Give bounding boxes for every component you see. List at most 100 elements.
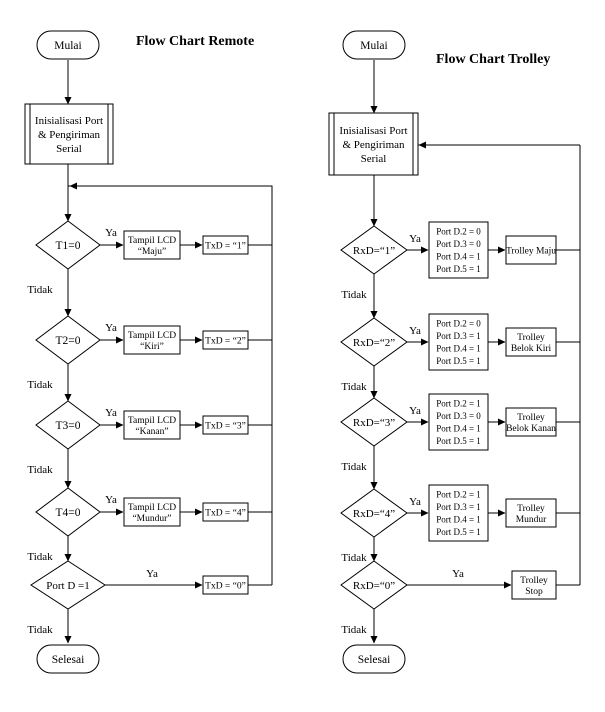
remote-txd-box-3-label: TxD = “3” [205, 421, 246, 431]
trolley-port-box-1 [428, 221, 489, 279]
remote-decision-3 [35, 400, 101, 450]
remote-no-label-5: Tidak [27, 624, 53, 636]
remote-decision-4-label: T4=0 [55, 507, 80, 519]
trolley-action-box-3 [505, 407, 557, 437]
remote-init-box-label: & Pengiriman [38, 129, 101, 141]
trolley-port-box-4-label: Port D.2 = 1 [436, 489, 481, 499]
trolley-port-box-1-label: Port D.5 = 1 [436, 264, 481, 274]
trolley-port-box-1-label: Port D.2 = 0 [436, 226, 481, 236]
trolley-no-label-5: Tidak [341, 624, 367, 636]
trolley-action-box-3-label: Belok Kanan [506, 424, 556, 434]
remote-decision-4 [35, 487, 101, 537]
trolley-no-label-1: Tidak [341, 289, 367, 301]
trolley-action-box-1 [505, 235, 557, 265]
trolley-start-terminal [342, 30, 406, 60]
trolley-port-box-3-label: Port D.3 = 0 [436, 411, 481, 421]
trolley-init-box [328, 112, 419, 176]
remote-lcd-box-3-label: “Kanan” [135, 427, 168, 437]
trolley-port-box-3-label: Port D.4 = 1 [436, 423, 481, 433]
remote-init-box-label: Serial [56, 143, 82, 155]
remote-txd-box-1-label: TxD = “1” [205, 241, 246, 251]
remote-end-terminal-label: Selesai [52, 654, 85, 666]
remote-txd-box-4 [202, 502, 249, 522]
trolley-action-box-5 [511, 570, 557, 600]
remote-no-label-2: Tidak [27, 379, 53, 391]
remote-txd-box-5-label: TxD = “0” [205, 581, 246, 591]
remote-start-terminal-label: Mulai [54, 40, 81, 52]
remote-lcd-box-2-label: Tampil LCD [128, 331, 176, 341]
remote-lcd-box-4 [123, 497, 181, 527]
trolley-decision-2 [340, 317, 408, 367]
remote-decision-5 [30, 560, 106, 610]
remote-no-label-4: Tidak [27, 551, 53, 563]
remote-decision-1-label: T1=0 [55, 240, 80, 252]
trolley-end-terminal-label: Selesai [358, 654, 391, 666]
trolley-yes-label-4: Ya [409, 496, 421, 508]
remote-txd-box-4-label: TxD = “4” [205, 508, 246, 518]
trolley-port-box-4-label: Port D.4 = 1 [436, 514, 481, 524]
trolley-action-box-2-label: Belok Kiri [511, 344, 552, 354]
trolley-port-box-3 [428, 393, 489, 451]
trolley-port-box-2-label: Port D.5 = 1 [436, 356, 481, 366]
remote-lcd-box-1-label: “Maju” [138, 247, 167, 257]
remote-init-box-label: Inisialisasi Port [35, 115, 103, 127]
trolley-action-box-1-label: Trolley Maju [506, 246, 556, 256]
trolley-no-label-2: Tidak [341, 381, 367, 393]
trolley-end-terminal [342, 644, 406, 674]
remote-init-box [24, 103, 114, 165]
trolley-decision-2-label: RxD=“2” [353, 337, 395, 349]
trolley-yes-label-1: Ya [409, 233, 421, 245]
trolley-port-box-4 [428, 484, 489, 542]
trolley-port-box-1-label: Port D.3 = 0 [436, 239, 481, 249]
trolley-decision-3-label: RxD=“3” [353, 417, 395, 429]
remote-lcd-box-3 [123, 410, 181, 440]
remote-yes-label-3: Ya [105, 407, 117, 419]
trolley-action-box-5-label: Stop [525, 587, 543, 597]
trolley-action-box-5-label: Trolley [520, 576, 548, 586]
remote-no-label-1: Tidak [27, 284, 53, 296]
trolley-decision-4 [340, 488, 408, 538]
remote-decision-2 [35, 315, 101, 365]
remote-txd-box-2-label: TxD = “2” [205, 336, 246, 346]
trolley-action-box-3-label: Trolley [517, 413, 545, 423]
remote-lcd-box-4-label: Tampil LCD [128, 503, 176, 513]
trolley-decision-1 [340, 225, 408, 275]
trolley-port-box-3-label: Port D.5 = 1 [436, 436, 481, 446]
remote-yes-label-5: Ya [146, 568, 158, 580]
trolley-action-box-2-label: Trolley [517, 333, 545, 343]
remote-start-terminal [36, 30, 100, 60]
trolley-no-label-4: Tidak [341, 552, 367, 564]
trolley-action-box-4-label: Trolley [517, 504, 545, 514]
remote-txd-box-3 [202, 415, 249, 435]
trolley-no-label-3: Tidak [341, 461, 367, 473]
trolley-action-box-2 [505, 327, 557, 357]
trolley-decision-1-label: RxD=“1” [353, 245, 395, 257]
trolley-decision-3 [340, 397, 408, 447]
remote-txd-box-5 [202, 575, 249, 595]
remote-yes-label-2: Ya [105, 322, 117, 334]
remote-decision-2-label: T2=0 [55, 335, 80, 347]
trolley-port-box-1-label: Port D.4 = 1 [436, 251, 481, 261]
trolley-init-box-label: & Pengiriman [342, 139, 405, 151]
remote-yes-label-1: Ya [105, 227, 117, 239]
remote-lcd-box-1-label: Tampil LCD [128, 236, 176, 246]
remote-txd-box-1 [202, 235, 249, 255]
trolley-yes-label-2: Ya [409, 325, 421, 337]
trolley-decision-5 [340, 560, 408, 610]
trolley-decision-5-label: RxD=“0” [353, 580, 395, 592]
remote-txd-box-2 [202, 330, 249, 350]
remote-chart-title: Flow Chart Remote [136, 34, 255, 49]
trolley-yes-label-3: Ya [409, 405, 421, 417]
remote-no-label-3: Tidak [27, 464, 53, 476]
trolley-init-box-label: Inisialisasi Port [339, 125, 407, 137]
trolley-port-box-2-label: Port D.2 = 0 [436, 318, 481, 328]
remote-lcd-box-2 [123, 325, 181, 355]
trolley-action-box-4 [505, 498, 557, 528]
remote-decision-5-label: Port D =1 [46, 580, 89, 592]
trolley-port-box-4-label: Port D.5 = 1 [436, 527, 481, 537]
remote-lcd-box-1 [123, 230, 181, 260]
trolley-decision-4-label: RxD=“4” [353, 508, 395, 520]
remote-lcd-box-3-label: Tampil LCD [128, 416, 176, 426]
remote-lcd-box-2-label: “Kiri” [140, 342, 164, 352]
